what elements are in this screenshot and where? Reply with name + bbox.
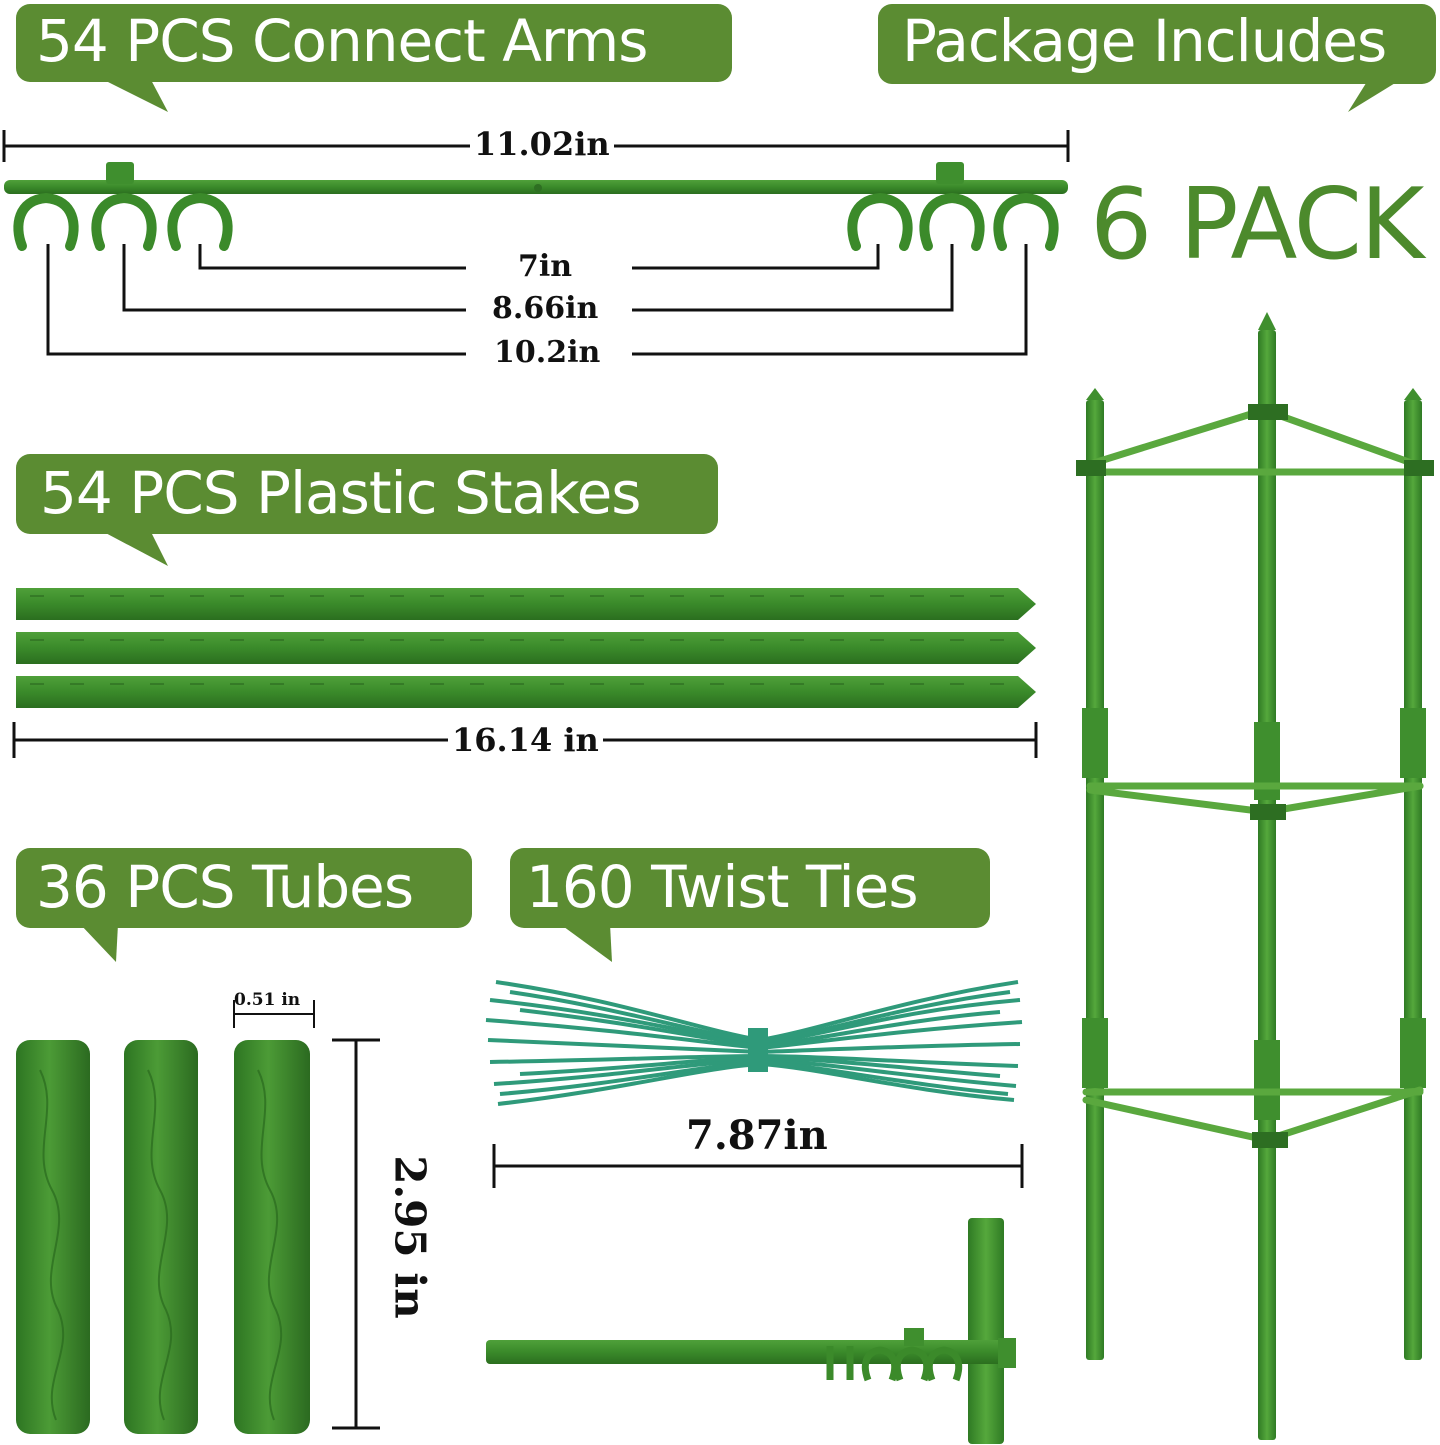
connect-arms-title: 54 PCS Connect Arms [36, 7, 648, 75]
bubble-plastic-stakes [16, 454, 718, 566]
tubes-title: 36 PCS Tubes [36, 853, 414, 921]
arm-total-length: 11.02in [470, 128, 614, 160]
bubble-connect-arms [16, 4, 732, 112]
arm-inner-length: 7in [514, 252, 577, 282]
dimension-line-tie-length [492, 1144, 1024, 1188]
twist-ties-title: 160 Twist Ties [526, 853, 919, 921]
tube-diameter: 0.51 in [234, 990, 301, 1010]
bubble-package-includes [878, 4, 1436, 112]
twist-ties-image [485, 980, 1023, 1106]
arm-outer-length: 10.2in [490, 338, 605, 368]
connect-arm-image [4, 162, 1068, 251]
plastic-stakes-title: 54 PCS Plastic Stakes [40, 459, 642, 527]
assembled-joint-image [486, 1218, 1016, 1444]
dimension-line-tube-diameter [233, 1000, 315, 1028]
bubble-twist-ties [510, 848, 990, 962]
dimension-lines-arm-spacing [46, 244, 1028, 356]
dimension-line-tube-length [332, 1038, 380, 1430]
tubes-image [16, 1040, 310, 1434]
assembled-cage-image [1076, 312, 1434, 1440]
arm-middle-length: 8.66in [488, 294, 603, 324]
stake-length: 16.14 in [448, 724, 603, 756]
tube-length: 2.95 in [386, 1149, 435, 1325]
package-includes-title: Package Includes [902, 7, 1387, 75]
tie-length: 7.87in [686, 1112, 828, 1159]
bubble-tubes [16, 848, 472, 962]
plastic-stakes-image [16, 588, 1036, 708]
pack-count-label: 6 PACK [1090, 168, 1424, 282]
